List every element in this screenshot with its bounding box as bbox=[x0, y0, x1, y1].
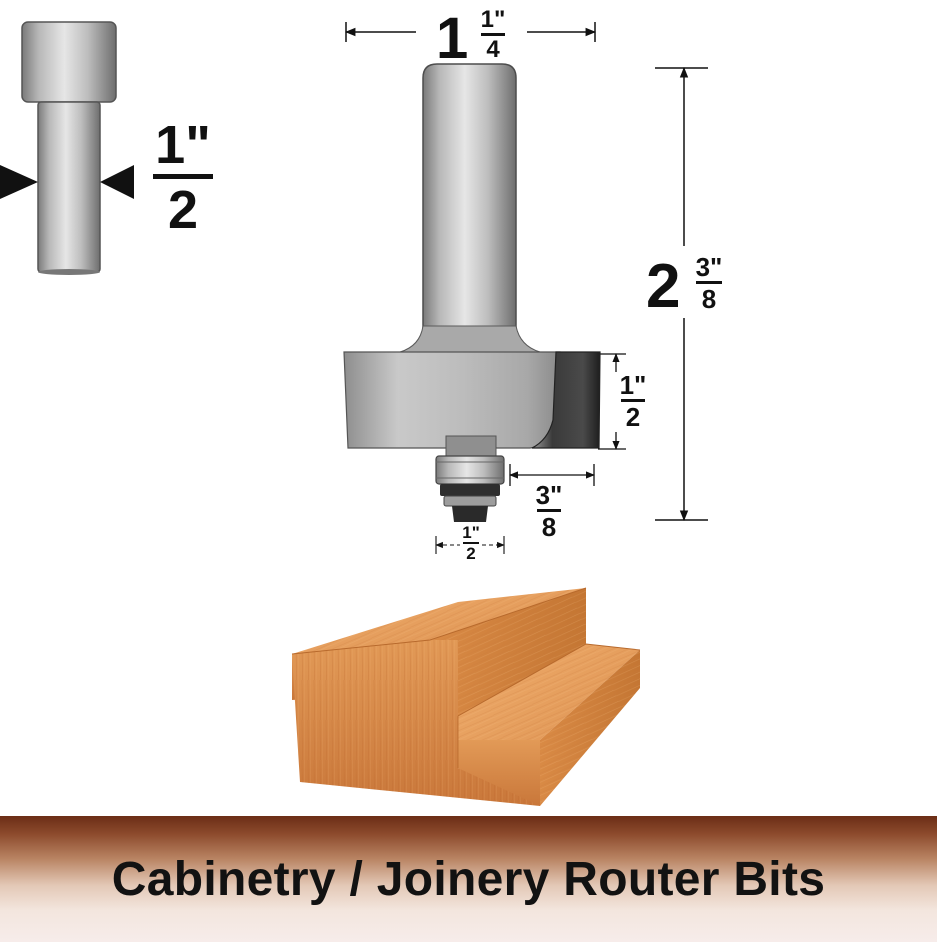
bearing-diameter-denominator: 2 bbox=[466, 544, 476, 563]
cutter-diameter-label: 1 1" 4 bbox=[436, 0, 526, 70]
overall-length-numerator: 3" bbox=[695, 252, 723, 282]
overall-length-denominator: 8 bbox=[701, 284, 717, 314]
rabbet-depth-numerator: 3" bbox=[535, 480, 563, 510]
cutter-diameter-fraction: 1" 4 bbox=[478, 8, 508, 62]
fraction-bar bbox=[537, 509, 561, 512]
rabbet-depth-denominator: 8 bbox=[541, 512, 557, 542]
banner-title: Cabinetry / Joinery Router Bits bbox=[111, 853, 826, 906]
cutting-length-numerator: 1" bbox=[619, 370, 647, 400]
overall-length-whole: 2 bbox=[646, 252, 681, 321]
shank-diameter-denominator: 2 bbox=[167, 180, 199, 240]
fraction-bar bbox=[153, 174, 213, 179]
shank-icon bbox=[21, 21, 117, 275]
category-banner bbox=[0, 816, 937, 942]
cutter-diameter-numerator: 1" bbox=[480, 6, 506, 33]
rabbet-depth-label: 3" 8 bbox=[532, 482, 566, 540]
cutter-diameter-denominator: 4 bbox=[486, 36, 500, 63]
shank-diameter-label: 1" 2 bbox=[146, 118, 220, 237]
rabbet-depth-line bbox=[509, 464, 595, 486]
fraction-bar bbox=[696, 281, 722, 284]
cutting-length-line bbox=[598, 353, 626, 450]
wood-rabbet-sample bbox=[291, 587, 641, 806]
bearing-diameter-label: 1" 2 bbox=[458, 524, 484, 562]
overall-length-fraction: 3" 8 bbox=[692, 254, 726, 312]
fraction-bar bbox=[463, 542, 479, 544]
cutter-diameter-line bbox=[344, 22, 597, 42]
overall-length-line bbox=[655, 66, 708, 522]
router-bit bbox=[343, 63, 601, 522]
fraction-bar bbox=[621, 399, 645, 402]
bearing-diameter-numerator: 1" bbox=[462, 523, 480, 542]
cutting-length-label: 1" 2 bbox=[616, 372, 650, 430]
bearing-diameter-line bbox=[435, 536, 505, 554]
cutter-diameter-whole: 1 bbox=[436, 6, 469, 71]
overall-length-label: 2 3" 8 bbox=[646, 246, 736, 320]
shank-diameter-numerator: 1" bbox=[155, 115, 211, 175]
cutting-length-denominator: 2 bbox=[625, 402, 641, 432]
fraction-bar bbox=[481, 33, 505, 36]
shank-diameter-arrows bbox=[0, 165, 134, 199]
